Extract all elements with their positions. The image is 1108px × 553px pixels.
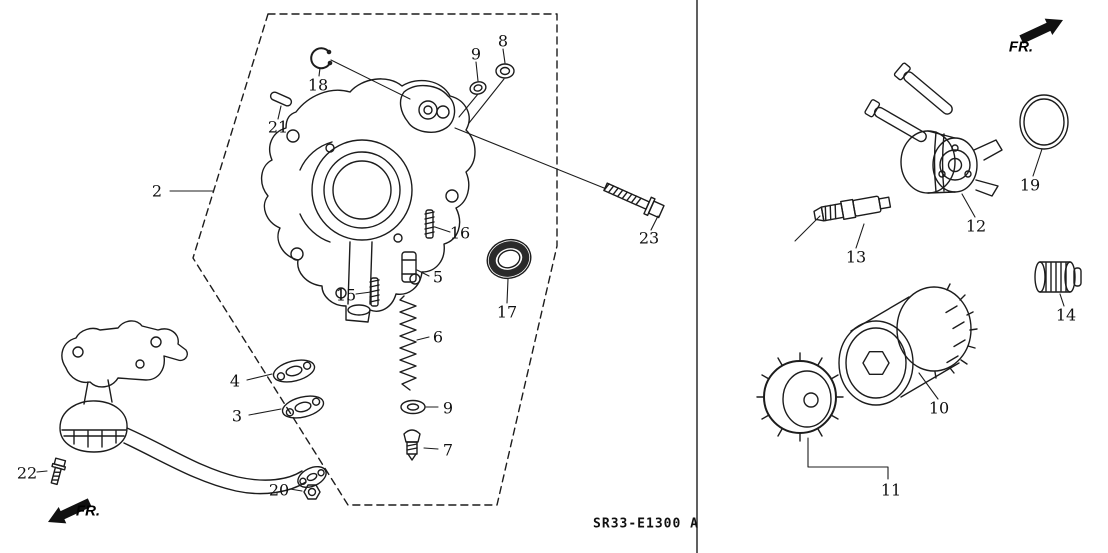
part-23-flange-bolt	[603, 182, 665, 219]
part-9-washer-mid	[400, 399, 426, 415]
part-17-oil-seal	[486, 238, 532, 280]
part-label-19: 19	[1019, 175, 1041, 195]
part-12-filter-base	[864, 62, 1003, 197]
part-10-oil-filter	[838, 283, 978, 406]
part-22-bolt	[50, 457, 67, 486]
fr-label-bottom-left: FR.	[75, 502, 101, 520]
part-19-o-ring	[1019, 94, 1069, 150]
part-21-dowel-pin	[269, 91, 293, 107]
dashed-boundary	[192, 13, 558, 506]
part-label-18: 18	[307, 75, 329, 95]
part-15-stud	[369, 277, 380, 307]
part-label-12: 12	[965, 216, 987, 236]
part-18-snap-ring	[310, 47, 333, 70]
part-label-4: 4	[229, 371, 241, 391]
part-label-7: 7	[442, 440, 454, 460]
part-6-spring	[399, 295, 417, 391]
part-label-8: 8	[497, 31, 509, 51]
part-label-14: 14	[1055, 305, 1077, 325]
part-8-sealing-cap	[495, 63, 515, 79]
part-label-17: 17	[496, 302, 518, 322]
part-7-sealing-bolt	[403, 429, 421, 461]
part-13-oil-pressure-switch	[813, 195, 892, 222]
part-label-23: 23	[638, 228, 660, 248]
part-label-10: 10	[928, 398, 950, 418]
part-2-oil-pump-body	[261, 78, 476, 323]
part-label-9-top: 9	[470, 44, 482, 64]
part-3-gasket	[281, 395, 325, 419]
part-14-threaded-adapter	[1034, 261, 1082, 293]
fr-arrow-bottom-left	[48, 498, 92, 524]
part-label-3: 3	[231, 406, 243, 426]
part-label-9-mid: 9	[442, 398, 454, 418]
part-9-washer-top	[469, 81, 487, 95]
part-16-stud	[424, 209, 435, 239]
part-label-11: 11	[880, 480, 902, 500]
part-label-6: 6	[432, 327, 444, 347]
fr-arrow-top-right	[1019, 18, 1063, 44]
part-5-valve-piston	[401, 251, 417, 283]
leader-lines	[36, 48, 1065, 492]
part-label-5: 5	[432, 267, 444, 287]
part-label-21: 21	[267, 117, 289, 137]
part-20-nut	[303, 484, 321, 500]
part-label-16: 16	[449, 223, 471, 243]
diagram-code: SR33-E1300 A	[593, 516, 699, 532]
oil-strainer-assembly	[59, 320, 327, 495]
part-label-13: 13	[845, 247, 867, 267]
part-label-22: 22	[16, 463, 38, 483]
part-11-filter-element	[756, 352, 844, 442]
part-label-20: 20	[268, 480, 290, 500]
fr-label-top-right: FR.	[1008, 38, 1034, 56]
part-label-15: 15	[335, 285, 357, 305]
part-4-gasket	[272, 359, 316, 383]
part-label-2: 2	[151, 181, 163, 201]
